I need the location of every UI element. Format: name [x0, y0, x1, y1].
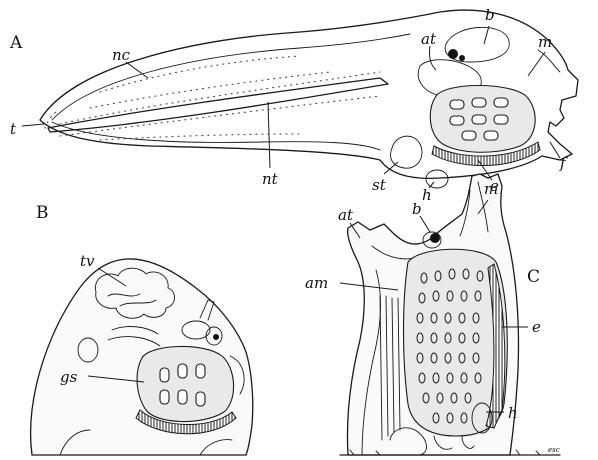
label-tv: tv — [80, 252, 95, 270]
eyespot — [448, 49, 458, 59]
label-b-a: b — [485, 6, 495, 24]
label-b-c: b — [412, 200, 422, 218]
panel-label-c: C — [527, 267, 540, 287]
label-st: st — [372, 176, 387, 194]
larva-drawing — [40, 10, 578, 188]
label-nt: nt — [262, 170, 279, 188]
adult-drawing — [340, 174, 560, 455]
nerve-tube — [60, 72, 380, 124]
label-at-c: at — [338, 206, 354, 224]
label-m-c: m — [484, 180, 498, 198]
label-at-a: at — [421, 30, 437, 48]
notochord — [48, 78, 388, 132]
artist-signature: esc — [548, 446, 560, 454]
label-t: t — [10, 120, 17, 138]
settling-drawing — [31, 259, 253, 455]
label-h-c: h — [508, 404, 518, 422]
panel-label-a: A — [9, 33, 23, 53]
label-nc: nc — [112, 46, 131, 64]
panel-label-b: B — [36, 203, 49, 223]
gut-sac — [137, 346, 233, 421]
label-m-a: m — [538, 33, 552, 51]
label-gs: gs — [60, 368, 78, 386]
stomach — [391, 136, 423, 168]
label-h-a: h — [422, 186, 432, 204]
label-am: am — [305, 274, 328, 292]
label-e-c: e — [532, 318, 541, 336]
